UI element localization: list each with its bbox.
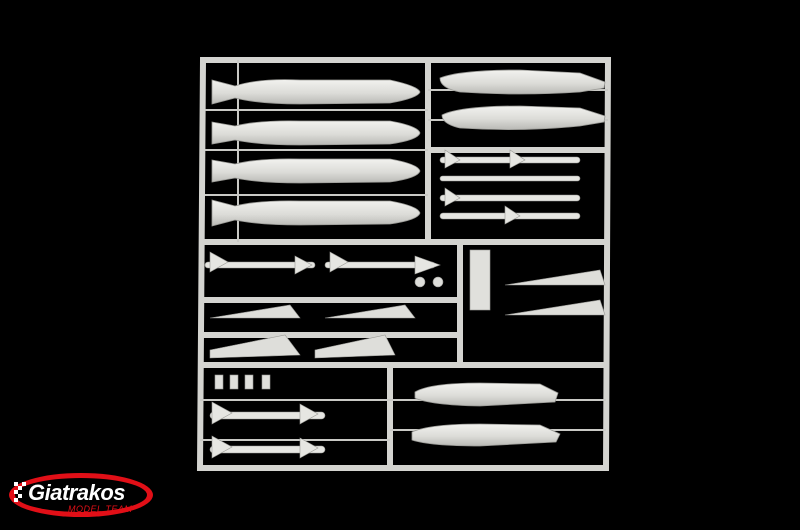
logo-brand-text: Giatrakos (28, 480, 126, 505)
missile-group-middle (204, 251, 441, 275)
checkered-flag-icon (9, 473, 153, 517)
pod-group-top-right (439, 69, 606, 130)
missile-group-right (439, 149, 581, 225)
brand-logo: Giatrakos MODEL TEAM (6, 470, 156, 520)
fuel-tank-group (211, 79, 421, 227)
logo-tagline: MODEL TEAM (68, 504, 133, 514)
missile-group-bottom-left (209, 401, 326, 459)
pod-group-bottom-right (411, 382, 561, 447)
pylon-group (209, 269, 606, 359)
small-parts (214, 249, 491, 390)
